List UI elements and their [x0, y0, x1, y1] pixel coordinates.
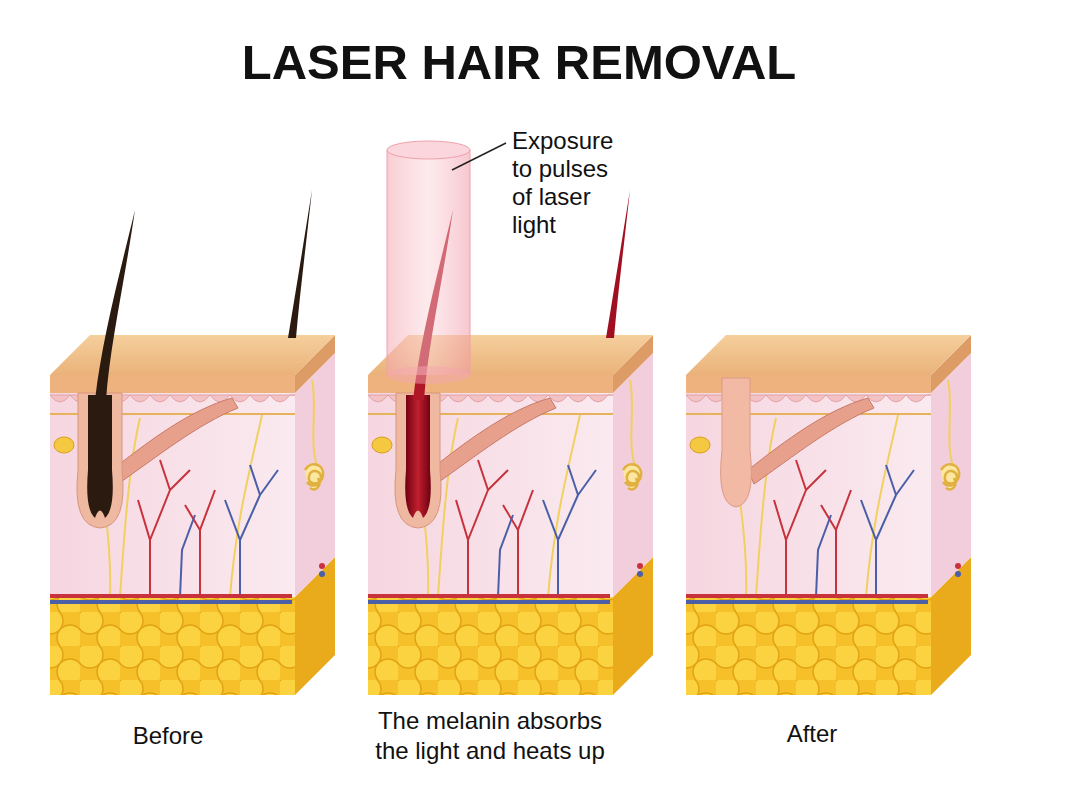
skin-block-after [686, 335, 971, 695]
heated-hair [606, 190, 630, 338]
diagram-title: LASER HAIR REMOVAL [0, 34, 1038, 90]
skin-block-before [50, 190, 335, 695]
panel-caption: The melanin absorbs the light and heats … [370, 706, 610, 766]
hair-shaft [95, 210, 135, 400]
laser-beam [387, 141, 470, 384]
leader-line [452, 143, 506, 170]
panel-caption: Before [108, 722, 228, 750]
empty-follicle [721, 378, 752, 507]
panel-caption: After [752, 720, 872, 748]
hair-shaft [288, 190, 312, 338]
callout-label: Exposure to pulses of laser light [512, 127, 627, 239]
